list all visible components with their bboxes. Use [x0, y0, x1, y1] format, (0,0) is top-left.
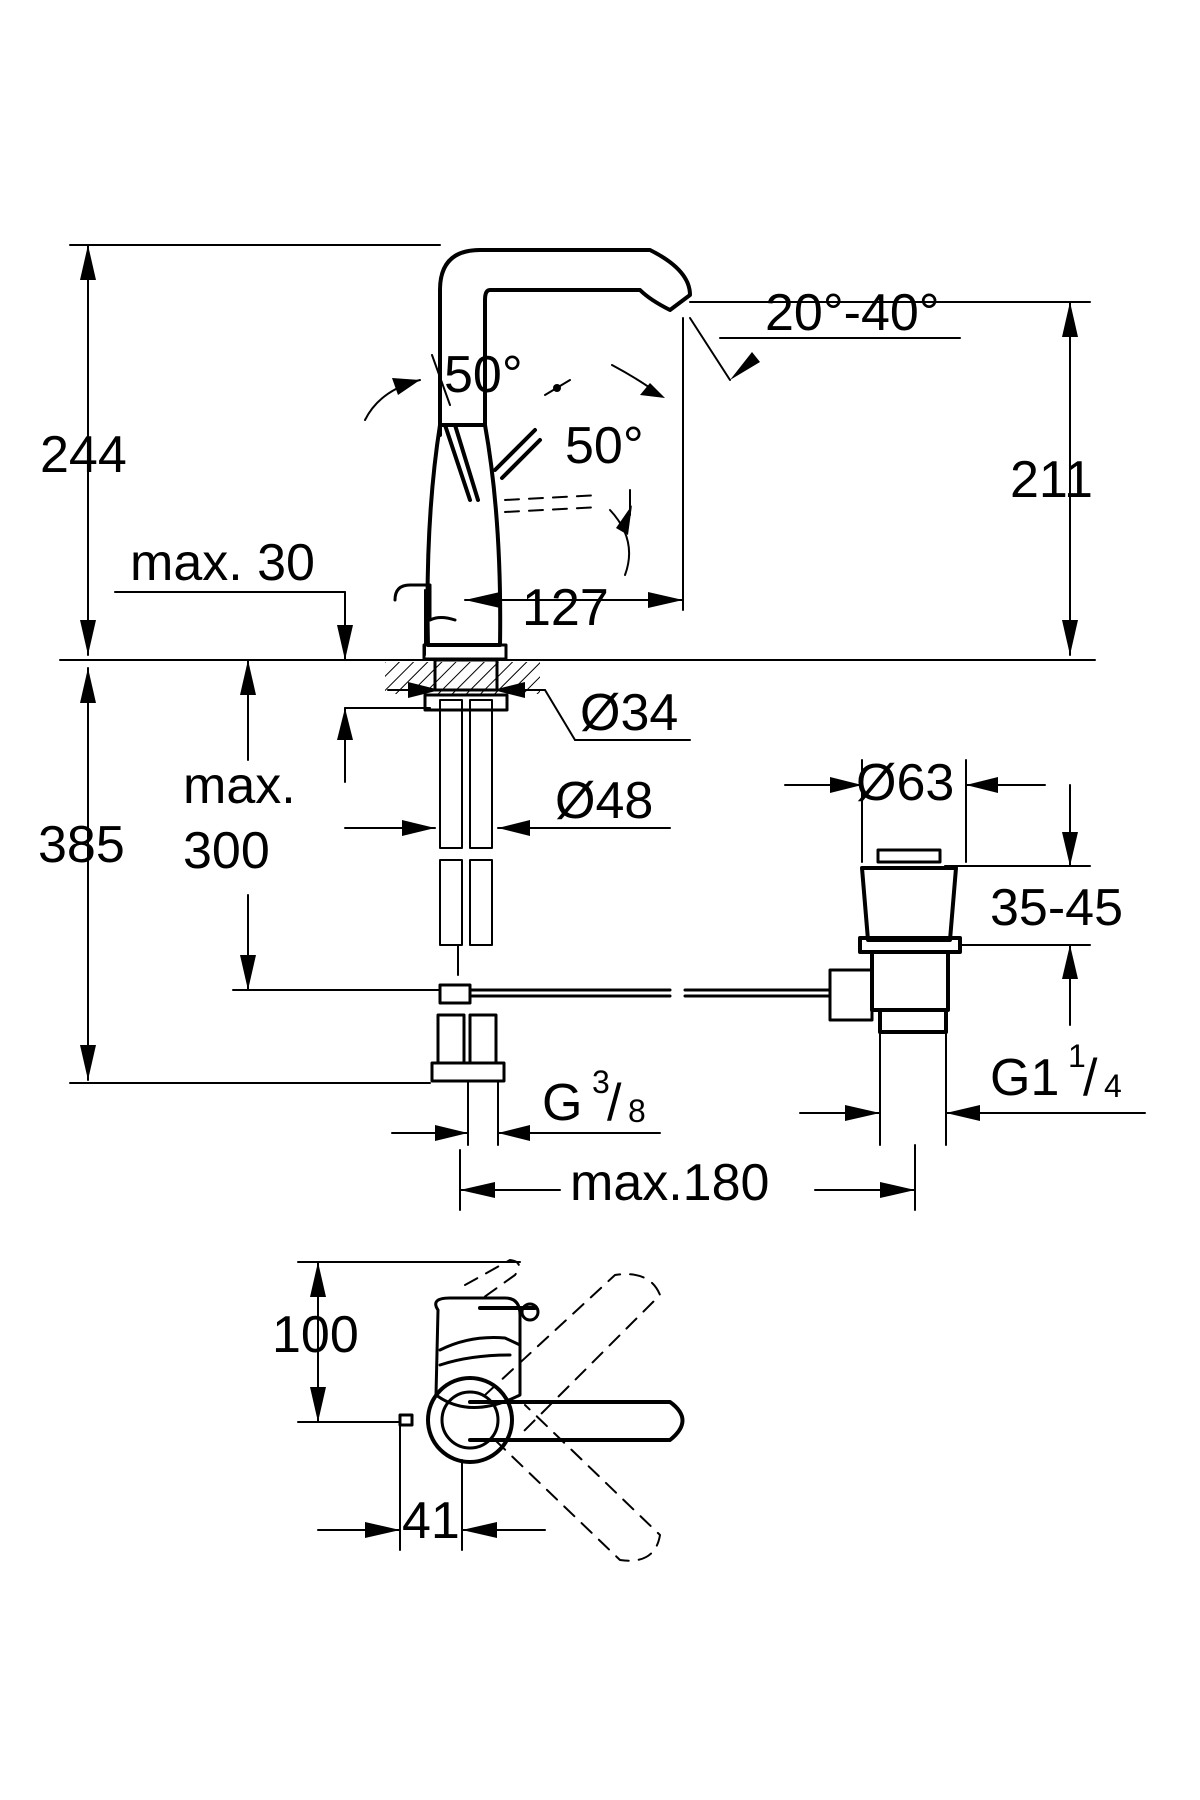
fitting-nut [430, 1061, 506, 1083]
label-rod-max: max.180 [570, 1154, 769, 1212]
dimension-labels: 244 211 max. 30 127 50° 50° 20°-40° Ø34 … [38, 284, 1123, 1550]
svg-text:G: G [542, 1074, 582, 1132]
lever-angle-arc-side [609, 509, 631, 576]
svg-text:4: 4 [1104, 1068, 1122, 1104]
label-supply-thread: G 3 / 8 [542, 1064, 646, 1132]
label-under-deck-total: 385 [38, 816, 125, 874]
hose-right [469, 699, 493, 849]
top-view-popup [398, 1413, 414, 1427]
rod-clip [438, 983, 472, 1005]
label-top-width: 41 [402, 1492, 460, 1550]
drain-rod-housing [828, 968, 874, 1022]
drain-nut [878, 1008, 948, 1034]
hose-left-lower [439, 859, 463, 946]
label-max-300-top: max. [183, 757, 296, 815]
svg-text:/: / [607, 1074, 622, 1132]
label-drain-stroke: 35-45 [990, 879, 1123, 937]
lever-tilted [493, 428, 542, 480]
label-max-deck: max. 30 [130, 534, 315, 592]
label-drain-diameter: Ø63 [856, 754, 954, 812]
drain-flange [860, 866, 958, 942]
top-view-spout-curve [438, 1336, 522, 1352]
top-view-body [434, 1296, 522, 1409]
top-view-lever-arm [468, 1400, 685, 1442]
top-view [297, 1259, 685, 1562]
label-spout-height: 211 [1010, 451, 1093, 509]
lever-upright [443, 423, 480, 502]
drain-body [870, 950, 950, 1012]
faucet-elevation [59, 248, 1096, 1146]
label-hole-48: Ø48 [555, 772, 653, 830]
svg-text:3: 3 [592, 1064, 610, 1100]
label-drain-thread: G1 1 / 4 [990, 1038, 1122, 1107]
svg-text:G1: G1 [990, 1049, 1059, 1107]
label-hole-34: Ø34 [580, 684, 678, 742]
dimension-lines [69, 244, 1146, 1211]
top-view-lever-alt-down [494, 1404, 661, 1562]
label-top-depth: 100 [272, 1306, 359, 1364]
svg-text:1: 1 [1068, 1038, 1086, 1074]
fitting-right [468, 1013, 498, 1065]
hose-left [439, 699, 463, 849]
label-total-height: 244 [40, 426, 127, 484]
top-view-lever-hub [426, 1376, 514, 1464]
lever-angle-arc-left [364, 379, 421, 421]
label-spout-swivel: 20°-40° [765, 284, 940, 342]
hose-right-lower [469, 859, 493, 946]
shank-nut [433, 658, 499, 692]
fixing-plate [423, 693, 509, 712]
drain-plug-top [876, 848, 942, 864]
popup-knob [393, 583, 457, 622]
drain-assembly [828, 848, 962, 1146]
svg-text:8: 8 [628, 1093, 646, 1129]
label-spout-reach: 127 [522, 579, 609, 637]
label-max-300-value: 300 [183, 822, 270, 880]
fitting-left [436, 1013, 466, 1065]
base-collar [422, 643, 508, 661]
lever-dashed [504, 494, 601, 513]
label-lever-angle-front: 50° [444, 346, 523, 404]
label-lever-angle-side: 50° [565, 417, 644, 475]
svg-text:/: / [1083, 1049, 1098, 1107]
top-view-lever-alt-up [484, 1273, 661, 1436]
spout [438, 248, 692, 437]
